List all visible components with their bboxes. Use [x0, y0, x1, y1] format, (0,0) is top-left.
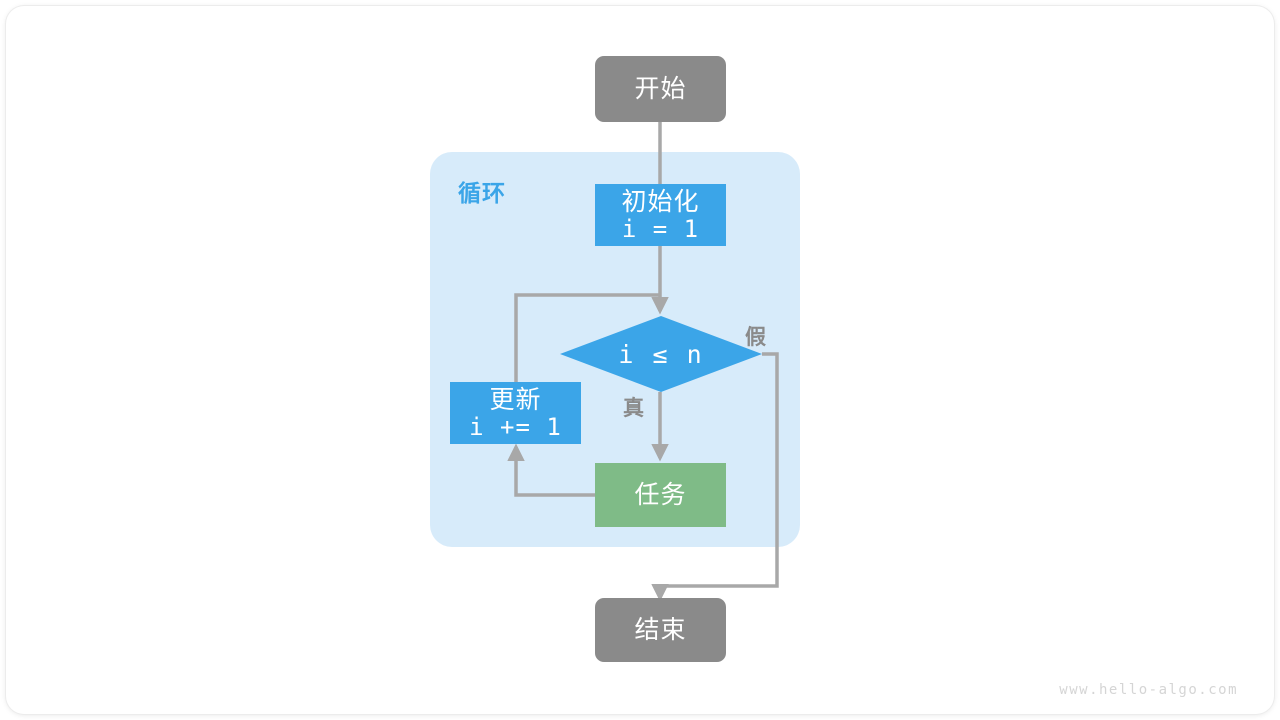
node-update[interactable]: 更新 i += 1: [450, 382, 581, 444]
branch-label-false: 假: [745, 326, 766, 349]
node-start-label: 开始: [634, 75, 687, 103]
branch-label-true: 真: [623, 397, 644, 420]
node-decision-label: i ≤ n: [618, 339, 704, 369]
edge-task-to-update: [507, 443, 595, 497]
node-start[interactable]: 开始: [595, 56, 726, 122]
node-init-label-line2: i = 1: [621, 214, 700, 243]
node-init-label-line1: 初始化: [621, 187, 700, 216]
loop-group-label: 循环: [458, 180, 506, 206]
node-init[interactable]: 初始化 i = 1: [595, 184, 726, 246]
watermark-url: www.hello-algo.com: [1059, 682, 1238, 698]
edge-decision-to-end: [651, 352, 779, 602]
node-update-label-line2: i += 1: [469, 412, 562, 441]
node-task-label: 任务: [634, 481, 687, 509]
node-decision[interactable]: i ≤ n: [560, 316, 762, 392]
edge-update-to-decision: [514, 293, 660, 382]
diagram-card: 循环 开始 初始化 i = 1 i ≤ n 假 真 更新 i += 1 任务: [6, 6, 1274, 714]
node-task[interactable]: 任务: [595, 463, 726, 527]
node-end-label: 结束: [634, 616, 687, 644]
node-end[interactable]: 结束: [595, 598, 726, 662]
node-update-label-line1: 更新: [489, 385, 542, 414]
decision-diamond-shape: [560, 316, 762, 392]
